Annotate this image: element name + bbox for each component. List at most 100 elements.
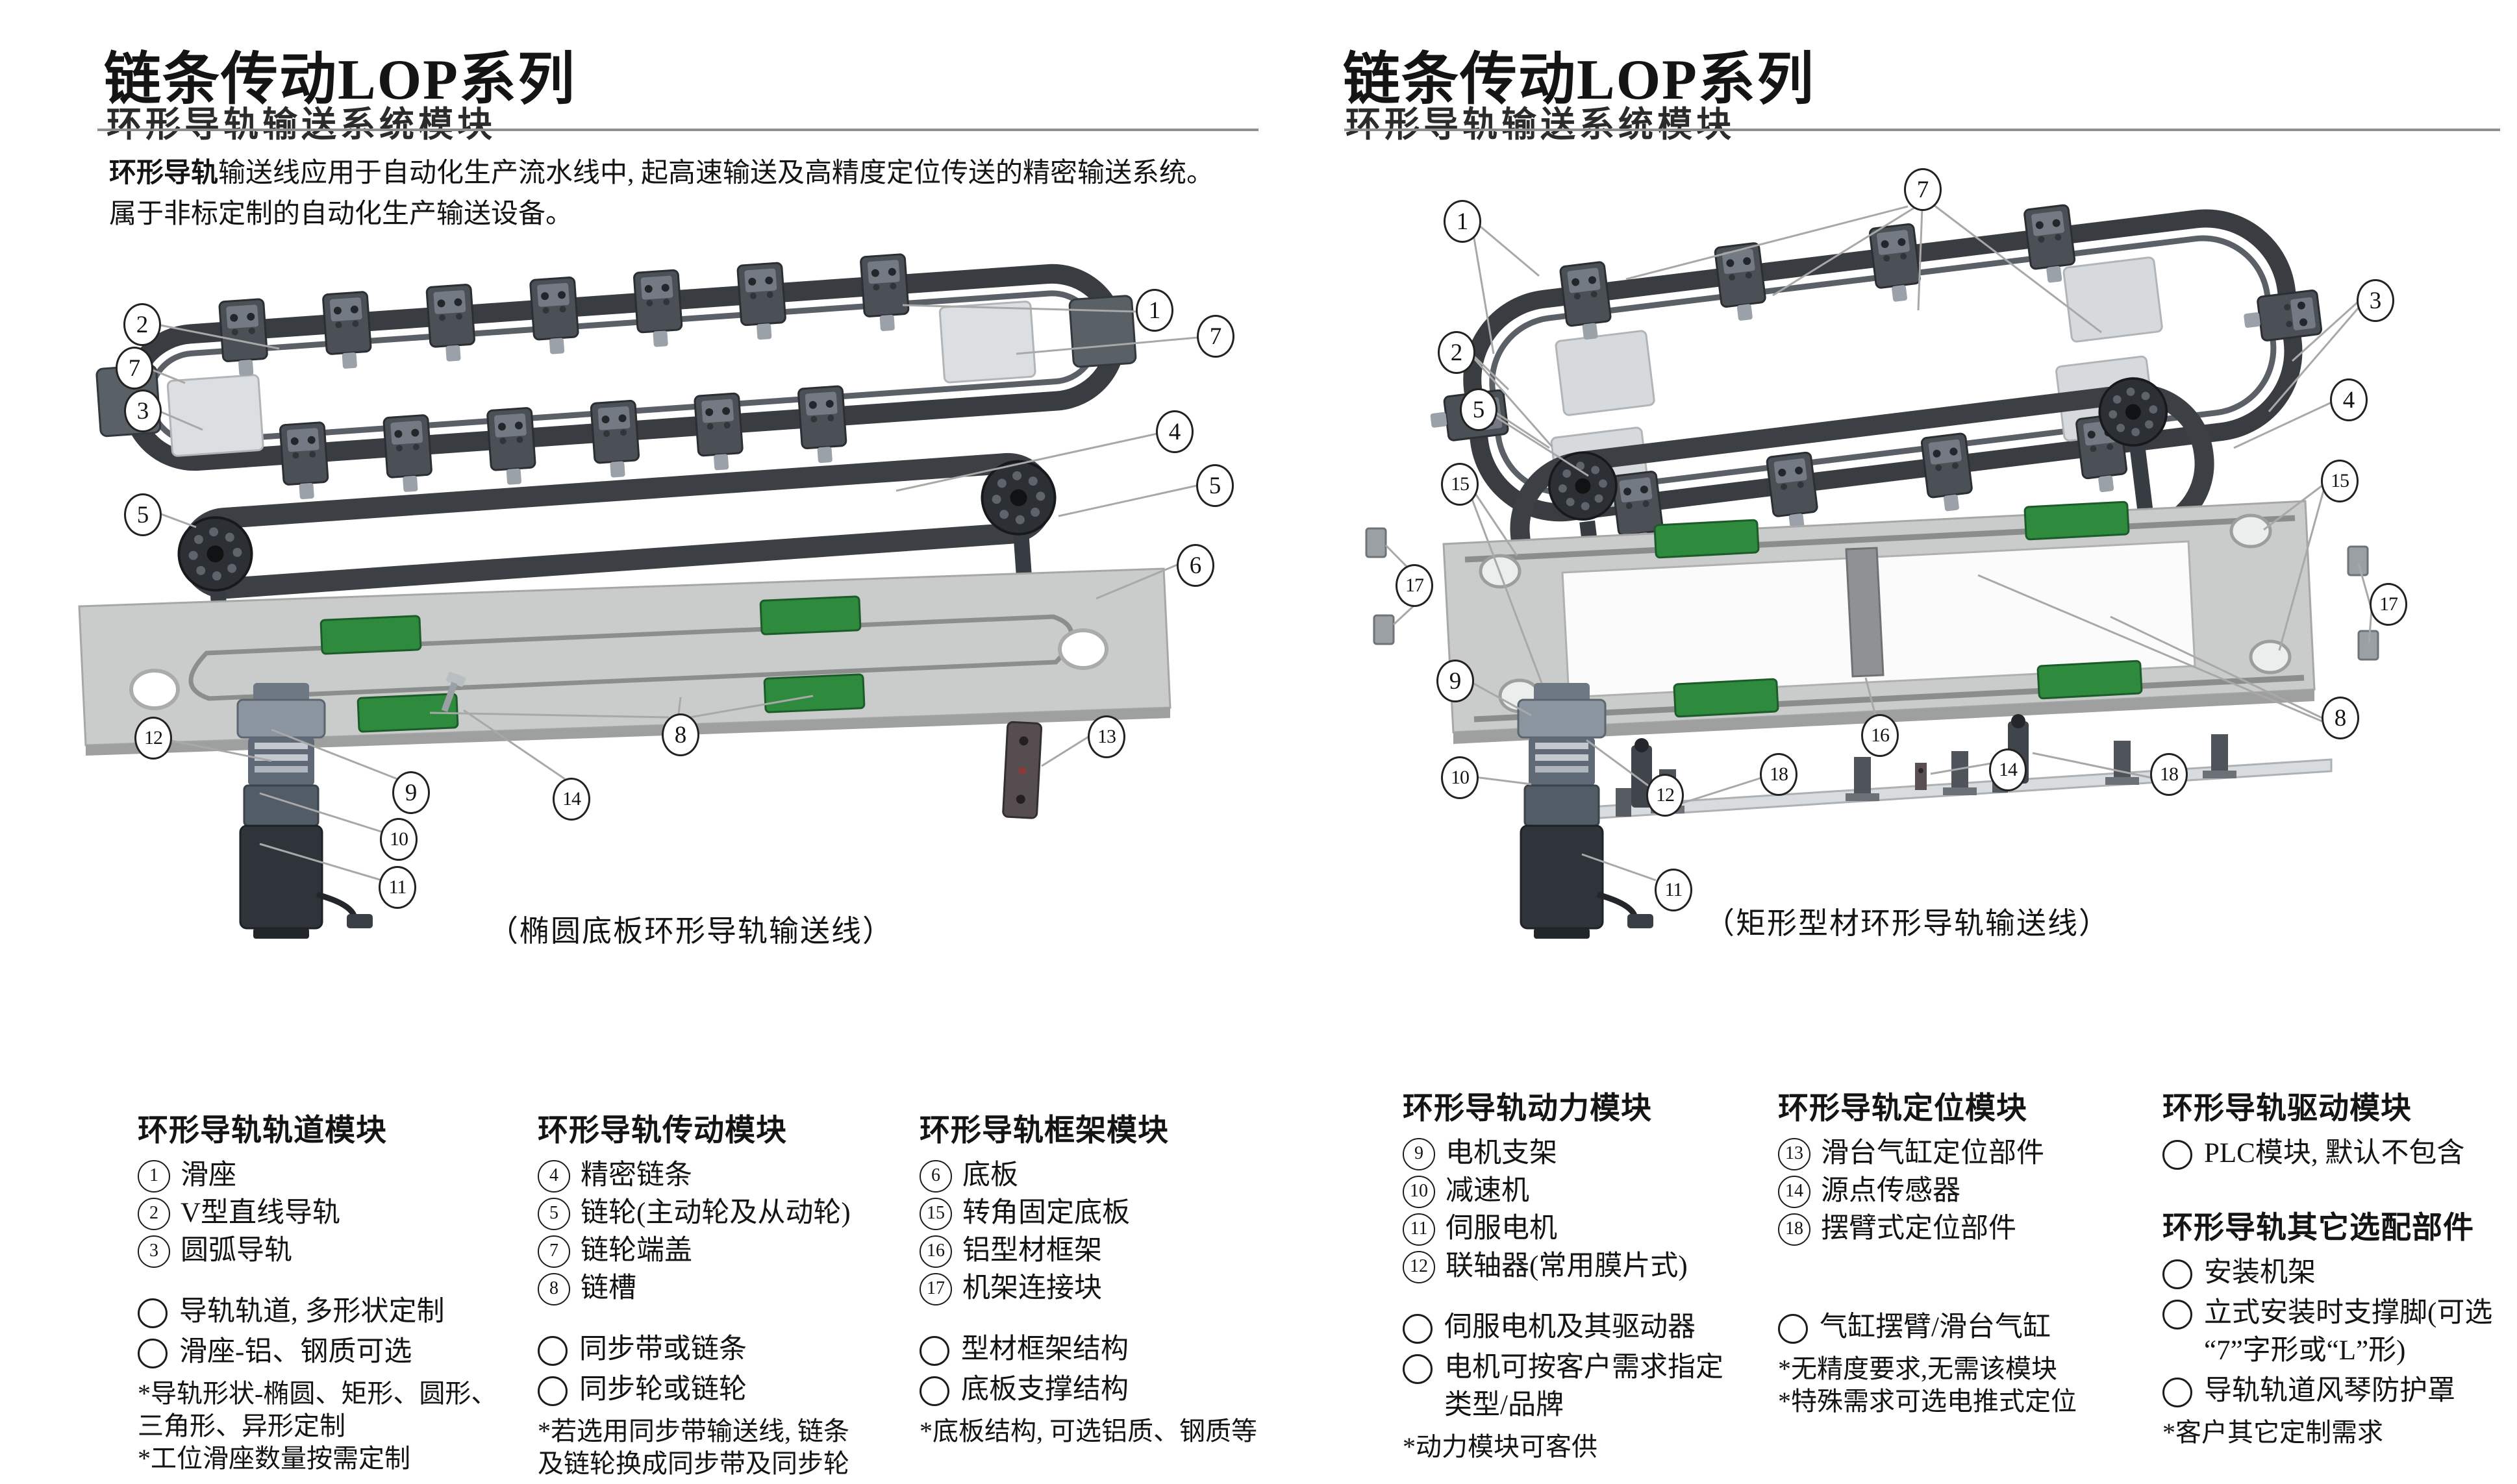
item-text: *无精度要求,无需该模块 [1778,1354,2057,1383]
callout-15: 15 [1441,463,1479,506]
circled-number: 10 [1403,1176,1435,1208]
option-ring-icon [1778,1314,1808,1344]
item-text: 滑台气缸定位部件 [1821,1138,2044,1169]
item-text: 电机可按客户需求指定 类型/品牌 [1444,1352,1723,1420]
description: 环形导轨输送线应用于自动化生产流水线中, 起高速输送及高精度定位传送的精密输送系… [109,153,1258,235]
list-item: 7 链轮端盖 [538,1232,927,1270]
section-header: 环形导轨驱动模块 [2162,1092,2412,1126]
circled-number: 18 [1778,1213,1810,1246]
circled-number: 1 [138,1160,170,1193]
list-item: 立式安装时支撑脚(可选 “7”字形或“L”形) [2162,1294,2517,1370]
circled-number: 9 [1403,1138,1435,1170]
description-lead: 环形导轨 [109,158,219,188]
list-item: *无精度要求,无需该模块 [1778,1353,2151,1385]
callout-9: 9 [392,771,430,814]
item-text: 底板 [962,1160,1018,1191]
callout-15: 15 [2321,460,2359,502]
callout-12: 12 [1646,774,1684,817]
callout-8: 8 [662,713,699,756]
item-text: 机架连接块 [962,1273,1102,1304]
callout-18: 18 [1760,753,1797,796]
item-text: 减速机 [1446,1176,1529,1206]
diagram-caption: （椭圆底板环形导轨输送线） [488,915,894,948]
option-ring-icon [138,1339,168,1368]
option-ring-icon [920,1336,949,1366]
item-text: *底板结构, 可选铝质、钢质等 [920,1416,1257,1446]
list-item: 18 摆臂式定位部件 [1778,1210,2151,1248]
item-text: 导轨轨道, 多形状定制 [179,1296,445,1327]
section-header: 环形导轨定位模块 [1778,1092,2027,1126]
list-item: *若选用同步带输送线, 链条 及链轮换成同步带及同步轮 即可 [538,1415,927,1484]
circled-number: 3 [138,1235,170,1268]
callout-16: 16 [1861,714,1899,757]
callout-8: 8 [2322,697,2359,739]
callout-7: 7 [1904,168,1942,211]
positioning-block [1002,721,1043,819]
item-text: *若选用同步带输送线, 链条 及链轮换成同步带及同步轮 即可 [538,1416,849,1484]
item-text: 联轴器(常用膜片式) [1446,1251,1688,1281]
list-item: PLC模块, 默认不包含 [2162,1135,2517,1172]
item-text: 摆臂式定位部件 [1821,1213,2016,1244]
callout-5: 5 [1460,388,1497,431]
profile-frame [1365,500,2379,744]
origin-sensor [1915,763,1927,790]
item-text: V型直线导轨 [181,1198,341,1228]
item-text: 底板支撑结构 [961,1374,1129,1405]
list-item: *动力模块可客供 [1403,1431,1779,1463]
circled-number: 7 [538,1235,570,1268]
option-ring-icon [1403,1354,1433,1384]
item-text: 链轮(主动轮及从动轮) [581,1198,851,1228]
section-header: 环形导轨其它选配部件 [2162,1211,2474,1245]
callout-3: 3 [2357,279,2394,322]
option-ring-icon [2162,1259,2192,1289]
callout-10: 10 [380,818,418,861]
item-text: 电机支架 [1446,1138,1557,1169]
item-text: 伺服电机及其驱动器 [1444,1312,1696,1342]
circled-number: 13 [1778,1138,1810,1170]
item-text: 圆弧导轨 [181,1235,292,1266]
base-plate [78,567,1171,756]
list-item: 滑座-铝、钢质可选 [138,1333,531,1371]
circled-number: 2 [138,1198,170,1230]
item-text: 同步轮或链轮 [579,1374,747,1405]
list-item: 型材框架结构 [920,1331,1258,1368]
circled-number: 12 [1403,1251,1435,1283]
list-item: 气缸摆臂/滑台气缸 [1778,1309,2151,1346]
list-item: *导轨形状-椭圆、矩形、圆形、 三角形、异形定制 [138,1378,531,1442]
callout-3: 3 [124,390,162,432]
page-title: 链条传动LOP系列 [1343,48,1815,112]
list-item: 导轨轨道, 多形状定制 [138,1293,531,1331]
item-text: 源点传感器 [1821,1176,1960,1206]
list-item: 底板支撑结构 [920,1371,1258,1409]
rect-conveyor-diagram [1365,203,2379,1484]
callout-14: 14 [553,778,590,821]
circled-number: 16 [920,1235,952,1268]
callout-4: 4 [2330,378,2368,421]
item-text: 链轮端盖 [581,1235,692,1266]
item-text: 同步带或链条 [579,1334,747,1365]
callout-7: 7 [1197,315,1234,358]
item-text: 滑座 [181,1160,236,1191]
option-ring-icon [538,1376,568,1406]
option-ring-icon [538,1336,568,1366]
page-subtitle: 环形导轨输送系统模块 [106,105,496,144]
section-header: 环形导轨传动模块 [538,1114,787,1148]
callout-5: 5 [1196,464,1234,507]
option-ring-icon [1403,1314,1433,1344]
callout-9: 9 [1436,660,1474,702]
item-text: *特殊需求可选电推式定位 [1778,1387,2077,1416]
list-item: *特殊需求可选电推式定位 [1778,1385,2151,1418]
origin-sensor-pin [441,671,466,712]
list-item: 同步带或链条 [538,1331,927,1368]
list-item: 电机可按客户需求指定 类型/品牌 [1403,1349,1779,1424]
